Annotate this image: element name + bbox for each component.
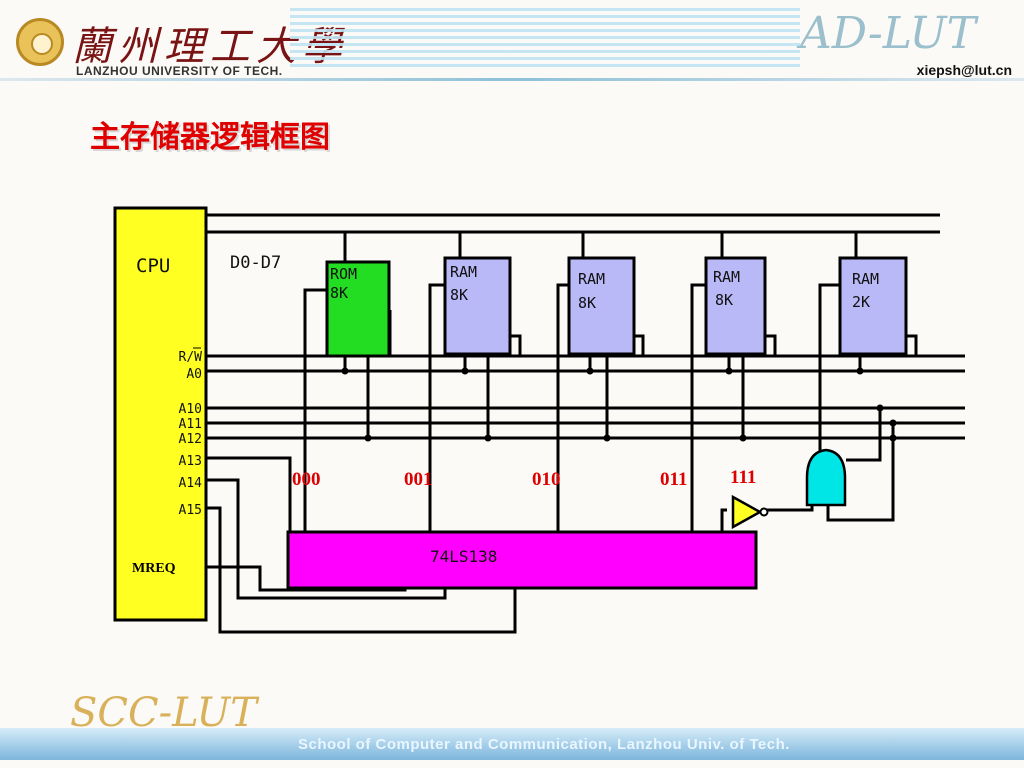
cpu-pin-a12: A12 bbox=[179, 432, 202, 447]
footer-bar bbox=[0, 728, 1024, 760]
university-seal-logo bbox=[16, 18, 64, 66]
chip-3-type: RAM bbox=[578, 270, 605, 288]
cpu-label: CPU bbox=[136, 255, 170, 277]
ram-8k-chip-3 bbox=[704, 256, 767, 356]
cpu-pin-a13: A13 bbox=[179, 454, 202, 469]
cpu-pin-a14: A14 bbox=[179, 476, 203, 491]
ram-8k-chip-1 bbox=[443, 256, 512, 356]
output-label-010: 010 bbox=[532, 469, 561, 490]
ram-2k-chip bbox=[838, 256, 908, 356]
output-label-001: 001 bbox=[404, 469, 433, 490]
chip-5-type: RAM bbox=[852, 270, 879, 288]
cpu-pin-a0: A0 bbox=[186, 367, 202, 382]
cpu-block bbox=[113, 206, 208, 622]
cpu-pin-a10: A10 bbox=[179, 402, 202, 417]
chip-5-size: 2K bbox=[852, 293, 870, 311]
header-divider bbox=[0, 78, 1024, 81]
inverter-gate bbox=[731, 494, 763, 530]
decoder-74ls138 bbox=[286, 530, 758, 590]
data-bus-label: D0-D7 bbox=[230, 253, 281, 273]
output-label-111: 111 bbox=[730, 467, 756, 488]
chip-2-type: RAM bbox=[450, 263, 477, 281]
cpu-pin-a11: A11 bbox=[179, 417, 202, 432]
cad-lut-logo: AD-LUT bbox=[800, 8, 976, 59]
author-email: xiepsh@lut.cn bbox=[916, 62, 1012, 78]
chip-1-size: 8K bbox=[330, 284, 348, 302]
cpu-pin-rw: R/W bbox=[179, 350, 203, 365]
chip-4-type: RAM bbox=[713, 268, 740, 286]
rom-8k-chip bbox=[325, 260, 391, 358]
output-label-000: 000 bbox=[292, 469, 321, 490]
output-label-011: 011 bbox=[660, 469, 687, 490]
footer-text: School of Computer and Communication, La… bbox=[298, 736, 790, 753]
chip-3-size: 8K bbox=[578, 294, 596, 312]
university-name-en: LANZHOU UNIVERSITY OF TECH. bbox=[76, 64, 283, 78]
chip-1-type: ROM bbox=[330, 265, 357, 283]
cpu-pin-a15: A15 bbox=[179, 503, 202, 518]
nand-gate bbox=[805, 448, 847, 507]
cpu-pin-mreq: MREQ bbox=[132, 561, 176, 576]
decoder-label: 74LS138 bbox=[430, 547, 497, 566]
slide-title: 主存储器逻辑框图 bbox=[90, 120, 330, 155]
chip-2-size: 8K bbox=[450, 286, 468, 304]
header-decoration bbox=[290, 8, 800, 70]
ram-8k-chip-2 bbox=[567, 256, 636, 356]
chip-4-size: 8K bbox=[715, 291, 733, 309]
